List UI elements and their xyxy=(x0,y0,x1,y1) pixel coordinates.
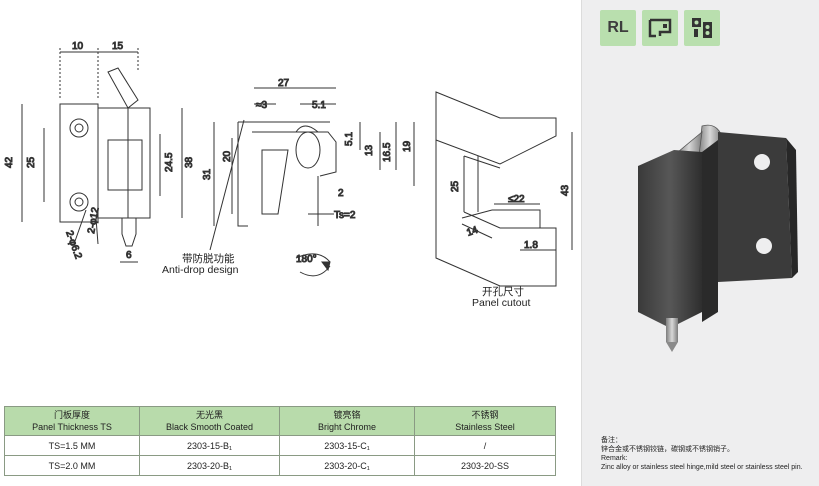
dim-42: 42 xyxy=(4,156,15,168)
table-row: TS=1.5 MM 2303-15-B₁ 2303-15-C₁ / xyxy=(4,435,556,456)
dim-5-1-top: 5.1 xyxy=(312,100,326,111)
anti-drop-label-en: Anti-drop design xyxy=(162,264,239,276)
remark-cn-title: 备注： xyxy=(601,437,622,444)
dim-16-5: 16.5 xyxy=(382,142,393,162)
cell: 2303-20-B₁ xyxy=(139,455,280,476)
remark-cn-body: 锌合金或不锈钢铰链，碳钢或不锈钢销子。 xyxy=(601,446,734,453)
rl-badge: RL xyxy=(600,10,636,46)
cell: 2303-20-SS xyxy=(414,455,556,476)
table-row: TS=2.0 MM 2303-20-B₁ 2303-20-C₁ 2303-20-… xyxy=(4,455,556,476)
cell: / xyxy=(414,435,556,456)
dim-10: 10 xyxy=(72,41,84,52)
cell: 2303-20-C₁ xyxy=(279,455,415,476)
cutout-dim-25: 25 xyxy=(450,180,461,192)
dim-20: 20 xyxy=(222,150,233,162)
dim-2: 2 xyxy=(338,188,344,199)
hinge-type-icon xyxy=(684,10,720,46)
dim-rotation-180: 180° xyxy=(296,254,317,265)
cell: 2303-15-C₁ xyxy=(279,435,415,456)
remark-en-title: Remark: xyxy=(601,455,628,462)
dim-ts-2: Ts=2 xyxy=(334,210,356,221)
cutout-dim-43: 43 xyxy=(560,184,571,196)
technical-drawing: 10 15 42 25 24.5 38 6 2-φ6.2 2-φ12 27 ≈3… xyxy=(4,41,573,309)
dim-27: 27 xyxy=(278,78,290,89)
cell: TS=2.0 MM xyxy=(4,455,140,476)
side-view xyxy=(209,87,415,277)
dim-19: 19 xyxy=(402,140,413,152)
anti-drop-label-cn: 带防脱功能 xyxy=(182,253,235,265)
dim-13: 13 xyxy=(364,144,375,156)
dim-24-5: 24.5 xyxy=(164,152,175,172)
dim-2-phi-6-2: 2-φ6.2 xyxy=(63,229,84,261)
dim-approx-3: ≈3 xyxy=(256,100,267,111)
cutout-dim-14: 14 xyxy=(465,225,480,239)
cutout-label-cn: 开孔尺寸 xyxy=(482,286,524,298)
remark-note: 备注： 锌合金或不锈钢铰链，碳钢或不锈钢销子。 Remark: Zinc all… xyxy=(601,436,816,472)
dim-31: 31 xyxy=(202,168,213,180)
dim-25: 25 xyxy=(26,156,37,168)
product-side-panel: RL xyxy=(581,0,819,486)
remark-en-body: Zinc alloy or stainless steel hinge,mild… xyxy=(601,464,803,471)
cell: 2303-15-B₁ xyxy=(139,435,280,456)
mounting-icon xyxy=(642,10,678,46)
hinge-product-image xyxy=(638,124,798,352)
cutout-label-en: Panel cutout xyxy=(472,297,531,309)
cutout-dim-1-8: 1.8 xyxy=(524,240,538,251)
dim-6: 6 xyxy=(126,250,132,261)
cell: TS=1.5 MM xyxy=(4,435,140,456)
cutout-dim-22: ≤22 xyxy=(508,194,525,205)
dim-2-phi-12: 2-φ12 xyxy=(86,206,102,234)
cutout-view xyxy=(435,91,573,287)
front-view xyxy=(21,48,183,263)
dim-38: 38 xyxy=(184,156,195,168)
dim-15: 15 xyxy=(112,41,124,52)
dim-5-1-side: 5.1 xyxy=(344,132,355,146)
